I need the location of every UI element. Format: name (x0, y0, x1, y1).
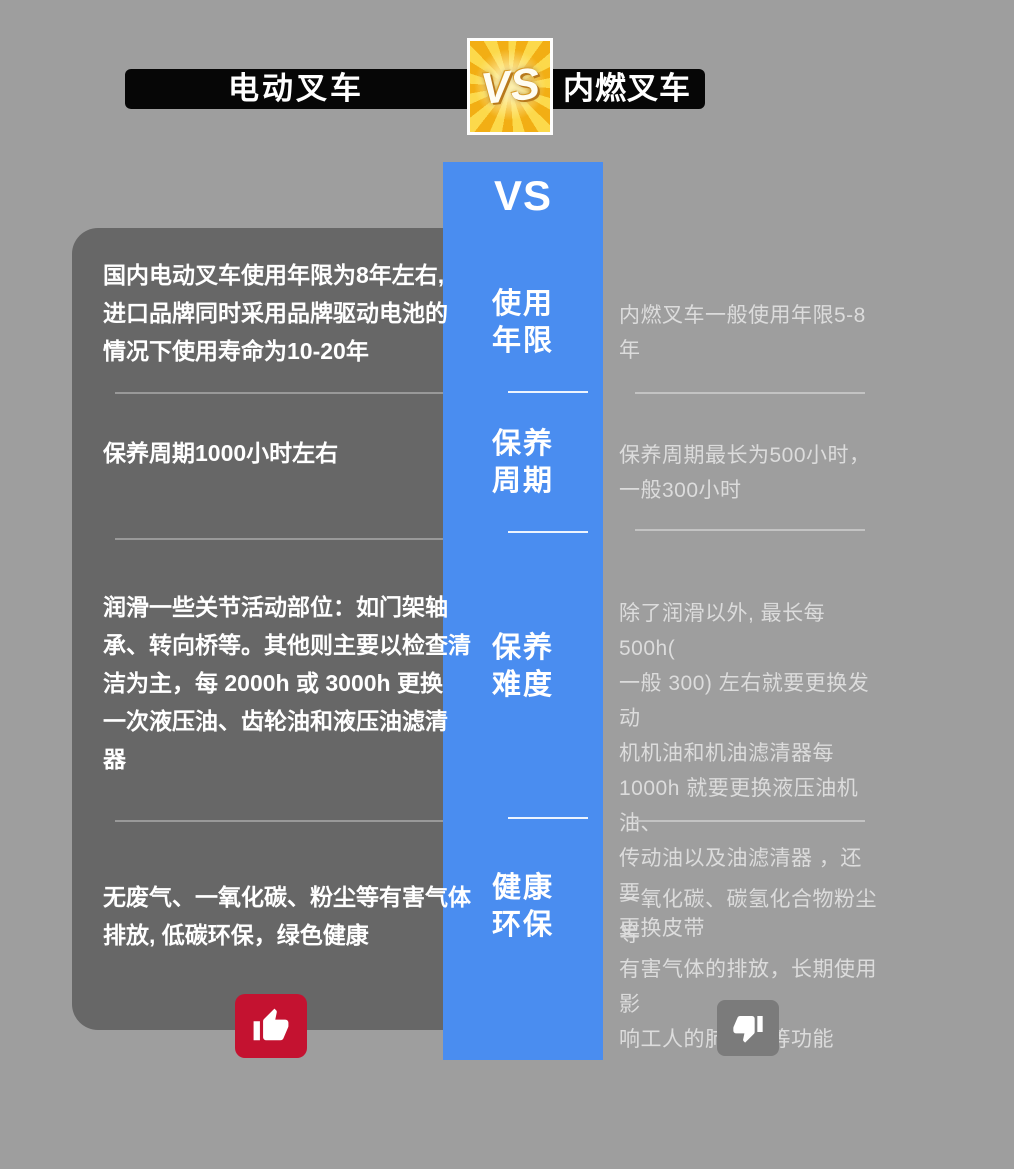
electric-forklift-panel (72, 228, 492, 1030)
combustion-maintenance-difficulty-text: 除了润滑以外, 最长每 500h( 一般 300) 左右就要更换发动 机机油和机… (619, 602, 870, 940)
electric-maintenance-difficulty-text: 润滑一些关节活动部位：如门架轴 承、转向桥等。其他则主要以检查清 洁为主，每 2… (103, 594, 471, 772)
vs-badge-label: VS (478, 58, 542, 114)
thumbs-down-icon (733, 1016, 763, 1043)
left-divider (115, 538, 443, 540)
vs-badge-icon: VS (467, 38, 553, 135)
electric-maintenance-cycle-text: 保养周期1000小时左右 (103, 440, 339, 466)
category-health-environment: 健康 环保 (491, 872, 554, 941)
category-maintenance-cycle: 保养 周期 (491, 428, 554, 497)
left-divider (115, 820, 443, 822)
center-column: VS 使用 年限 保养 周期 保养 难度 健康 环保 (443, 162, 603, 1060)
column-divider (508, 531, 588, 533)
combustion-service-life-text: 内燃叉车一般使用年限5-8年 (619, 304, 866, 362)
thumbs-up-icon (253, 1008, 289, 1041)
title-left-label: 电动叉车 (228, 71, 364, 106)
right-divider (635, 820, 865, 822)
thumbs-down-badge (717, 1000, 779, 1056)
electric-health-environment-text: 无废气、一氧化碳、粉尘等有害气体 排放, 低碳环保，绿色健康 (103, 884, 471, 948)
right-divider (635, 392, 865, 394)
column-header: VS (493, 172, 553, 219)
left-divider (115, 392, 443, 394)
title-right-label: 内燃叉车 (563, 71, 691, 106)
thumbs-up-badge (235, 994, 307, 1058)
column-divider (508, 391, 588, 393)
right-divider (635, 529, 865, 531)
title-bar: 电动叉车 内燃叉车 (125, 69, 705, 109)
combustion-maintenance-cycle-text: 保养周期最长为500小时， 一般300小时 (619, 444, 871, 502)
combustion-health-environment-text: 一氧化碳、碳氢化合物粉尘等 有害气体的排放，长期使用影 响工人的肺、肾等功能 (619, 888, 877, 1051)
electric-service-life-text: 国内电动叉车使用年限为8年左右, 进口品牌同时采用品牌驱动电池的 情况下使用寿命… (103, 262, 448, 364)
category-service-life: 使用 年限 (491, 288, 554, 357)
column-divider (508, 817, 588, 819)
category-maintenance-difficulty: 保养 难度 (491, 632, 554, 701)
